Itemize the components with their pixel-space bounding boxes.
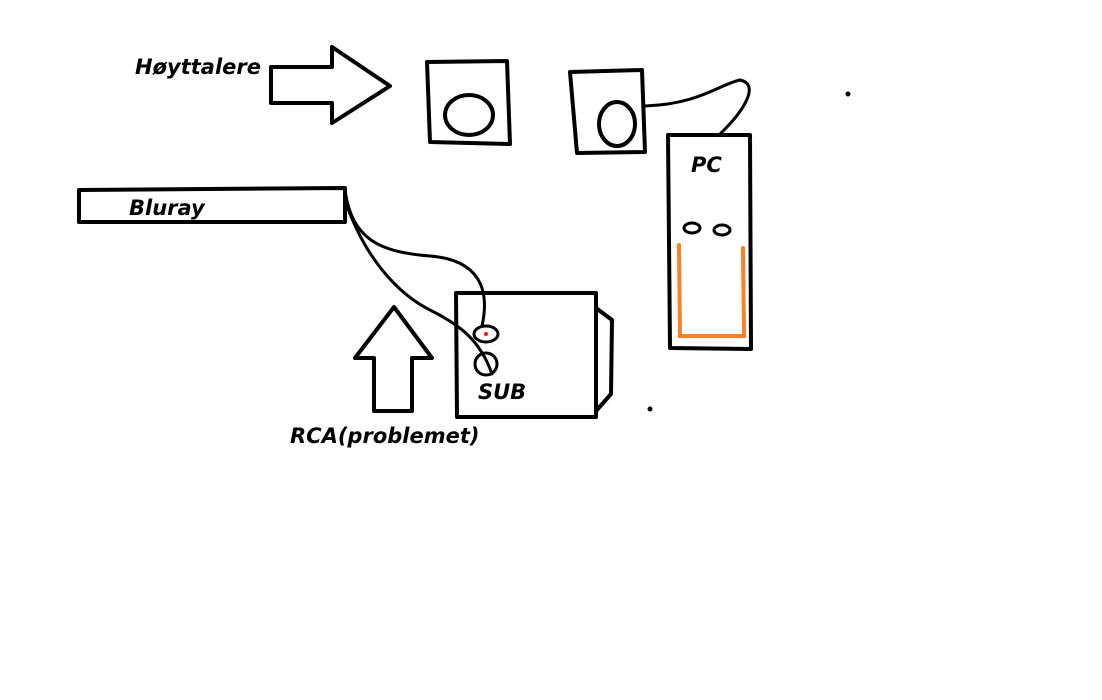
sub-rca-red-dot (484, 332, 488, 336)
speaker-pc-cable (643, 78, 751, 136)
bluray-player: Bluray (77, 186, 347, 224)
speaker-right-cone (597, 100, 637, 148)
rca-arrow (353, 305, 434, 413)
sub-rca-port-top (472, 324, 500, 344)
speaker-left-cone (443, 93, 495, 137)
sub-rca-port-bottom (473, 351, 499, 377)
pc-port-1 (682, 221, 702, 235)
pc-port-2 (712, 223, 732, 237)
speakers-label: Høyttalere (135, 55, 261, 79)
subwoofer: SUB (454, 291, 614, 419)
speaker-right (568, 68, 647, 155)
stray-dot-2 (647, 406, 653, 412)
rca-cable-top (343, 188, 486, 328)
speaker-left (425, 59, 512, 146)
bluray-label: Bluray (129, 196, 206, 220)
pc-highlight-outline (677, 243, 747, 338)
stray-dot-1 (845, 91, 851, 97)
speakers-arrow (269, 45, 392, 125)
sub-label: SUB (478, 380, 526, 404)
pc-label: PC (691, 153, 722, 177)
rca-label: RCA(problemet) (290, 424, 479, 448)
rca-cable-bottom (343, 198, 494, 376)
pc-tower: PC (666, 133, 753, 351)
